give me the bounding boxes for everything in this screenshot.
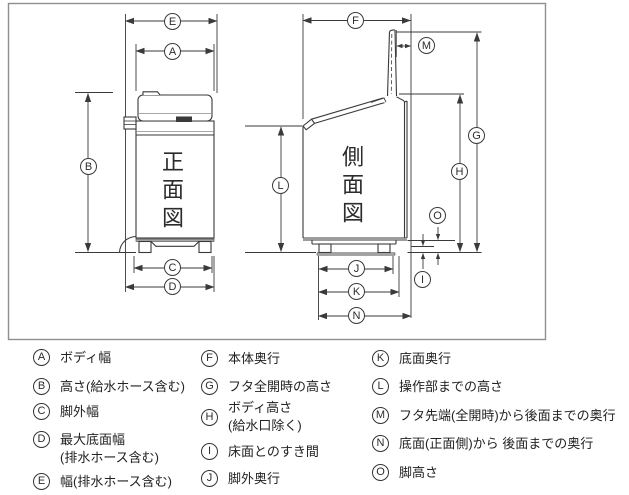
- legend-label-H-line1: ボディ高さ: [228, 400, 293, 415]
- legend-label-E: 幅(排水ホース含む): [60, 474, 173, 489]
- dim-circle-M: M: [418, 37, 435, 54]
- legend-label-M: フタ先端(全開時)から後面までの奥行: [399, 408, 616, 423]
- dim-circle-E: E: [164, 13, 181, 30]
- side-view-title: 側面図: [339, 145, 364, 229]
- figure-border: [7, 2, 547, 341]
- legend-letter-B: B: [33, 378, 50, 395]
- dim-circle-K: K: [348, 283, 365, 300]
- legend-letter-I: I: [201, 443, 218, 460]
- legend-label-C: 脚外幅: [60, 404, 100, 419]
- legend-item-N: N 底面(正面側)から 後面までの奥行: [372, 435, 593, 453]
- legend-label-F: 本体奥行: [228, 351, 281, 366]
- legend-item-L: L 操作部までの高さ: [372, 378, 503, 396]
- dim-circle-B: B: [80, 158, 97, 175]
- dim-circle-C: C: [164, 259, 181, 276]
- legend-letter-N: N: [372, 435, 389, 452]
- legend-letter-C: C: [33, 403, 50, 420]
- legend-item-I: I 床面とのすき間: [201, 443, 319, 461]
- legend-letter-D: D: [33, 431, 50, 448]
- front-view-outline: [75, 14, 218, 292]
- side-view-outline: [245, 14, 482, 320]
- legend-item-M: M フタ先端(全開時)から後面までの奥行: [372, 407, 616, 425]
- legend-letter-F: F: [201, 350, 218, 367]
- dim-circle-G: G: [468, 127, 485, 144]
- legend-item-E: E 幅(排水ホース含む): [33, 473, 172, 491]
- legend-item-G: G フタ全開時の高さ: [201, 378, 332, 396]
- legend-label-I: 床面とのすき間: [228, 444, 319, 459]
- dim-circle-N: N: [348, 307, 365, 324]
- legend-letter-A: A: [33, 349, 50, 366]
- dim-circle-J: J: [348, 260, 365, 277]
- legend-label-D-line1: 最大底面幅: [60, 432, 126, 447]
- legend-letter-M: M: [372, 407, 389, 424]
- legend-item-F: F 本体奥行: [201, 350, 280, 368]
- legend-label-A: ボディ幅: [60, 350, 112, 365]
- legend-label-H-line2: (給水口除く): [228, 418, 302, 433]
- legend-letter-H: H: [201, 408, 218, 426]
- front-view-title: 正面図: [159, 150, 184, 234]
- legend-label-G: フタ全開時の高さ: [228, 379, 333, 394]
- legend-item-A: A ボディ幅: [33, 349, 111, 367]
- legend-item-D: D 最大底面幅 (排水ホース含む): [33, 431, 159, 467]
- legend-letter-O: O: [372, 464, 389, 481]
- legend-label-D: 最大底面幅 (排水ホース含む): [60, 431, 159, 467]
- legend-item-O: O 脚高さ: [372, 464, 438, 482]
- dim-circle-I: I: [414, 271, 431, 288]
- legend-label-N: 底面(正面側)から 後面までの奥行: [399, 436, 594, 451]
- dim-circle-D: D: [164, 278, 181, 295]
- dim-circle-F: F: [347, 12, 364, 29]
- dim-circle-H: H: [451, 163, 468, 180]
- legend-item-B: B 高さ(給水ホース含む): [33, 378, 185, 396]
- legend-letter-E: E: [33, 473, 50, 490]
- dim-circle-L: L: [272, 177, 289, 194]
- legend-label-K: 底面奥行: [399, 351, 452, 366]
- legend-letter-L: L: [372, 378, 389, 395]
- legend-item-C: C 脚外幅: [33, 403, 99, 421]
- legend-label-D-line2: (排水ホース含む): [60, 450, 160, 465]
- side-view-dimension-lines: [277, 17, 481, 320]
- legend-letter-J: J: [201, 470, 218, 487]
- legend-item-K: K 底面奥行: [372, 350, 451, 368]
- dim-circle-A: A: [164, 43, 181, 60]
- legend-label-H: ボディ高さ (給水口除く): [228, 399, 302, 435]
- legend-letter-G: G: [201, 378, 218, 395]
- legend-label-B: 高さ(給水ホース含む): [60, 379, 186, 394]
- dim-circle-O: O: [429, 207, 446, 224]
- legend-item-H: H ボディ高さ (給水口除く): [201, 399, 302, 435]
- legend-letter-K: K: [372, 350, 389, 367]
- legend-item-J: J 脚外奥行: [201, 470, 280, 488]
- legend-label-O: 脚高さ: [399, 465, 439, 480]
- legend-label-J: 脚外奥行: [228, 471, 281, 486]
- legend-label-L: 操作部までの高さ: [399, 379, 504, 394]
